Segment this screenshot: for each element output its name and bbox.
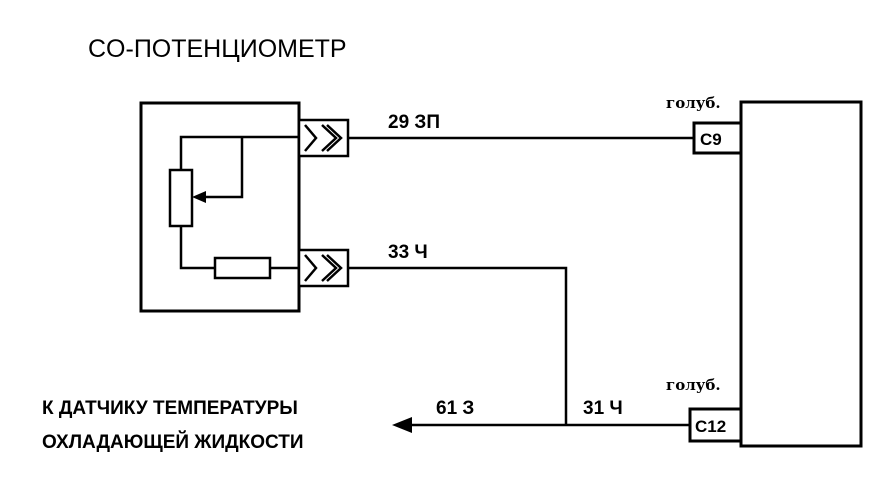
wires	[348, 136, 694, 427]
wire-label-top: 29 ЗП	[388, 112, 440, 133]
pin-c9-box	[692, 121, 743, 155]
connector-top	[297, 118, 350, 158]
wire-label-middle: 33 Ч	[388, 242, 428, 263]
pin-c12-box	[688, 407, 743, 443]
pin-c9-label: C9	[700, 130, 722, 149]
potentiometer-internal-circuit	[168, 135, 299, 280]
wire-label-bottom-left: 61 З	[436, 398, 474, 419]
destination-label-line1: К ДАТЧИКУ ТЕМПЕРАТУРЫ	[42, 398, 298, 419]
ecu-box	[739, 100, 863, 448]
destination-label-line2: ОХЛАДАЮЩЕЙ ЖИДКОСТИ	[42, 431, 304, 453]
co-potentiometer-housing	[139, 101, 301, 313]
wire-33-ch	[348, 266, 568, 425]
pin-c12-color-label: голуб.	[666, 376, 721, 394]
pin-c9-color-label: голуб.	[666, 94, 721, 112]
pin-c12-label: C12	[695, 417, 726, 436]
connector-middle	[297, 248, 350, 288]
wiper-arrow-icon	[192, 191, 206, 203]
wire-label-bottom-right: 31 Ч	[583, 398, 623, 419]
diagram-title: CO-ПОТЕНЦИОМЕТР	[88, 35, 347, 63]
arrow-left-icon	[392, 417, 412, 433]
